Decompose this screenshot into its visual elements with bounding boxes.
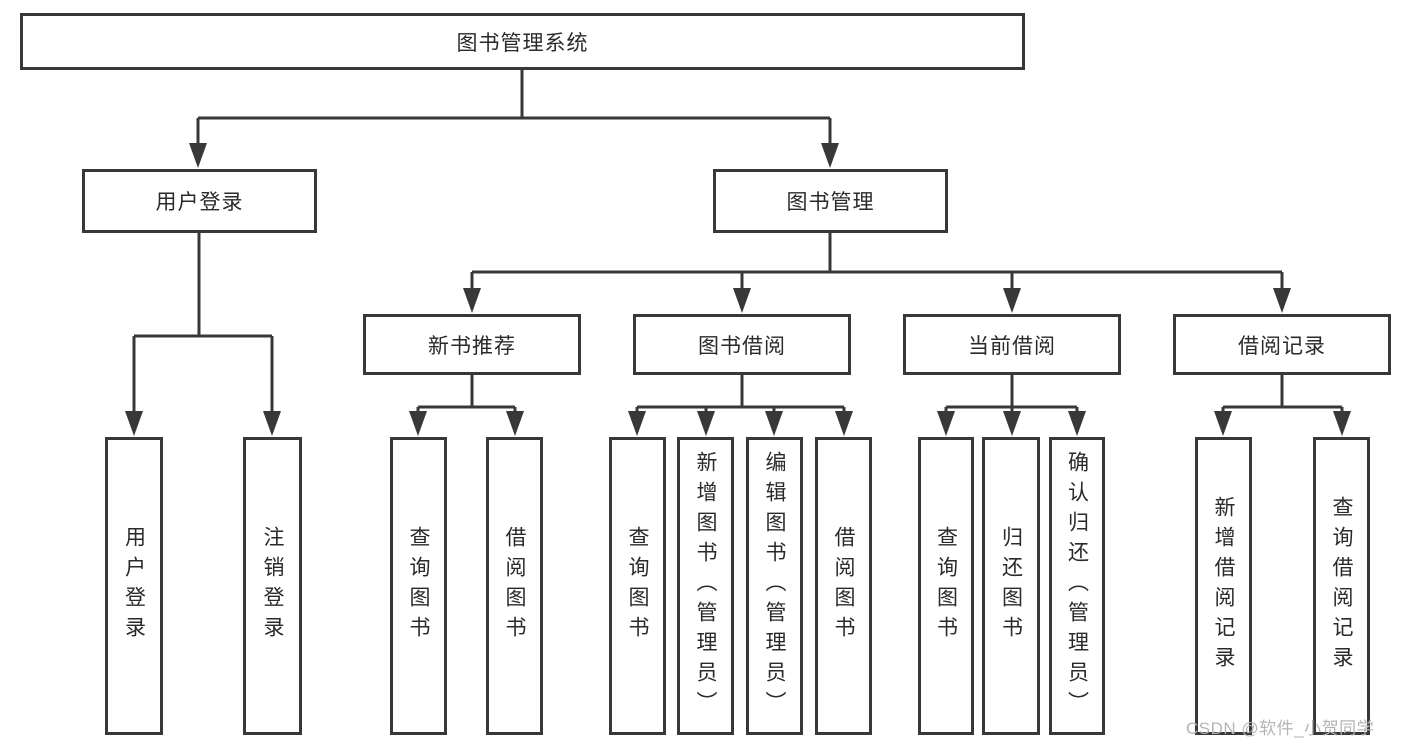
leaf-return-books: 归还图书 bbox=[982, 437, 1040, 735]
leaf-borrow-books-borrow: 借阅图书 bbox=[815, 437, 872, 735]
node-current-borrow: 当前借阅 bbox=[903, 314, 1121, 375]
node-new-book-recommend: 新书推荐 bbox=[363, 314, 581, 375]
leaf-confirm-return-admin: 确认归还（管理员） bbox=[1049, 437, 1105, 735]
csdn-watermark: CSDN @软件_小贺同学 bbox=[1186, 719, 1375, 738]
node-book-management: 图书管理 bbox=[713, 169, 948, 233]
node-library-system: 图书管理系统 bbox=[20, 13, 1025, 70]
leaf-query-books-current: 查询图书 bbox=[918, 437, 974, 735]
leaf-borrow-books-recommend: 借阅图书 bbox=[486, 437, 543, 735]
leaf-user-login: 用户登录 bbox=[105, 437, 163, 735]
leaf-query-books-recommend: 查询图书 bbox=[390, 437, 447, 735]
leaf-edit-book-admin: 编辑图书（管理员） bbox=[746, 437, 803, 735]
leaf-add-borrow-record: 新增借阅记录 bbox=[1195, 437, 1252, 735]
leaf-query-borrow-record: 查询借阅记录 bbox=[1313, 437, 1370, 735]
node-user-login: 用户登录 bbox=[82, 169, 317, 233]
leaf-query-books-borrow: 查询图书 bbox=[609, 437, 666, 735]
node-borrow-records: 借阅记录 bbox=[1173, 314, 1391, 375]
leaf-logout-login: 注销登录 bbox=[243, 437, 302, 735]
node-book-borrow: 图书借阅 bbox=[633, 314, 851, 375]
leaf-add-book-admin: 新增图书（管理员） bbox=[677, 437, 734, 735]
